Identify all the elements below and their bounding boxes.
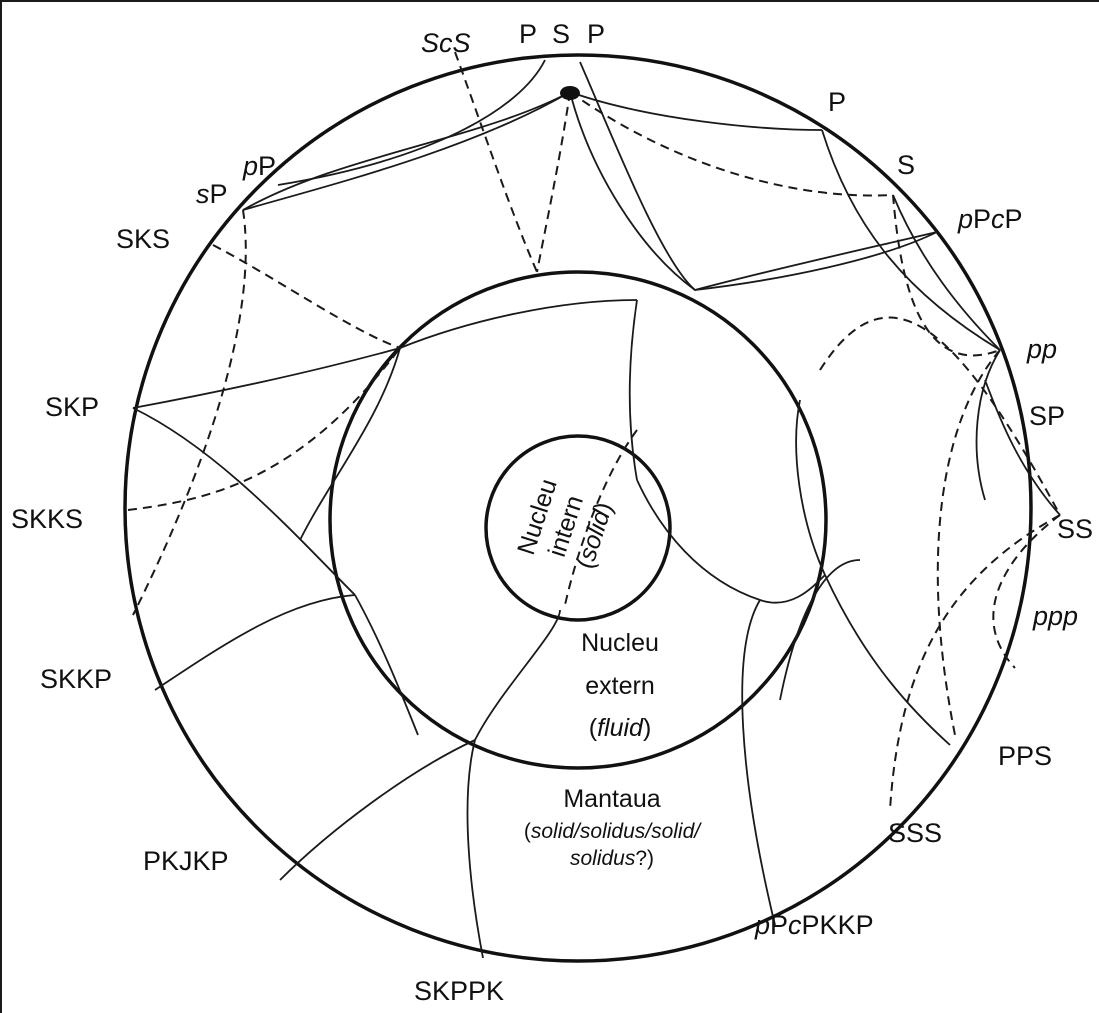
dash-ppp [992, 514, 1061, 669]
label-SKS: SKS [116, 224, 170, 254]
label-P-upper-right: P [828, 87, 846, 117]
solid-ray-paths [132, 59, 1061, 959]
label-SKP: SKP [45, 392, 99, 422]
core-mantle-boundary-circle [328, 270, 828, 770]
label-SP: SP [1029, 401, 1065, 431]
label-PKJKP: PKJKP [143, 846, 229, 876]
ray-PPS [824, 574, 951, 746]
dashed-ray-paths [127, 51, 1061, 811]
label-sP: sP [196, 179, 228, 209]
ray-P-right [579, 61, 938, 291]
mantle-label: Mantaua (solid/solidus/solid/ solidus?) [524, 785, 702, 870]
ray-SKPPK [466, 739, 484, 959]
ray-SKKP-left [132, 407, 356, 596]
ray-SP [975, 349, 1001, 501]
label-S-top: S [552, 19, 570, 49]
ray-cmb-left-lower [354, 594, 419, 736]
earthquake-source-icon [560, 86, 580, 100]
ray-cmb-upper [399, 299, 638, 349]
dash-S-right [569, 91, 894, 197]
label-SS: SS [1057, 514, 1093, 544]
ray-SKP-mantle [132, 347, 401, 409]
ray-core-vertical [628, 299, 638, 481]
label-SKKP: SKKP [40, 664, 112, 694]
earth-surface-circle [123, 53, 1033, 963]
label-pp: pp [1026, 334, 1057, 364]
label-SSS: SSS [888, 818, 942, 848]
inner-core-boundary-circle [484, 434, 672, 622]
dash-SKS-mantle [212, 244, 401, 349]
ray-core-lower-left [474, 609, 561, 741]
label-SKKS: SKKS [11, 504, 83, 534]
label-pPcP: pPcP [957, 204, 1023, 234]
label-pPcPKKP: pPcPKKP [754, 910, 874, 940]
ray-SS-curve [984, 379, 1061, 516]
outer-core-line2: extern [585, 672, 654, 700]
wave-labels: ScS P S P P S pPcP pp SP SS ppp PPS SSS … [11, 19, 1093, 1006]
ray-right-core [795, 399, 826, 576]
label-SKPPK: SKPPK [414, 976, 504, 1006]
ray-PKJKP-mantle [279, 739, 476, 881]
label-ScS: ScS [421, 28, 471, 58]
ray-sP [242, 91, 571, 211]
dash-SKKS [127, 347, 401, 511]
label-pP: pP [242, 151, 276, 181]
label-PPS: PPS [998, 741, 1052, 771]
ray-pPcPKKP [741, 599, 776, 926]
dash-SS [819, 316, 1061, 516]
ray-down-1 [569, 91, 696, 291]
ray-pP [242, 91, 571, 211]
mantle-line1: Mantaua [563, 785, 660, 813]
dash-S-to-pp [892, 194, 1001, 357]
dash-pp-to-PPS [936, 349, 1001, 736]
inner-core-label: Nucleu intern (solid) [512, 476, 618, 573]
ray-SKKP-down [154, 594, 356, 691]
ray-S-to-pp [892, 194, 1001, 351]
label-ppp: ppp [1032, 601, 1078, 631]
dash-ScS-right [536, 91, 571, 273]
dash-ScS-left [454, 51, 538, 273]
ray-pPcP [694, 231, 938, 291]
ray-P-left [277, 59, 546, 186]
mantle-line3: solidus?) [570, 847, 654, 870]
ray-lower-right [779, 559, 861, 701]
outer-core-line1: Nucleu [581, 629, 659, 657]
label-P-right: P [587, 19, 605, 49]
label-P-left: P [519, 19, 537, 49]
mantle-line2: (solid/solidus/solid/ [524, 820, 702, 843]
ray-P-to-pp [821, 129, 1001, 351]
outer-core-label: Nucleu extern (fluid) [581, 629, 659, 742]
ray-inner-left [299, 347, 401, 541]
dash-sP-down [132, 209, 247, 616]
ray-inner-core-through [636, 479, 826, 604]
outer-core-line3: (fluid) [589, 714, 652, 742]
dash-inner-core [564, 429, 638, 606]
ray-P-surface-right [569, 91, 823, 131]
label-S-right: S [897, 150, 915, 180]
